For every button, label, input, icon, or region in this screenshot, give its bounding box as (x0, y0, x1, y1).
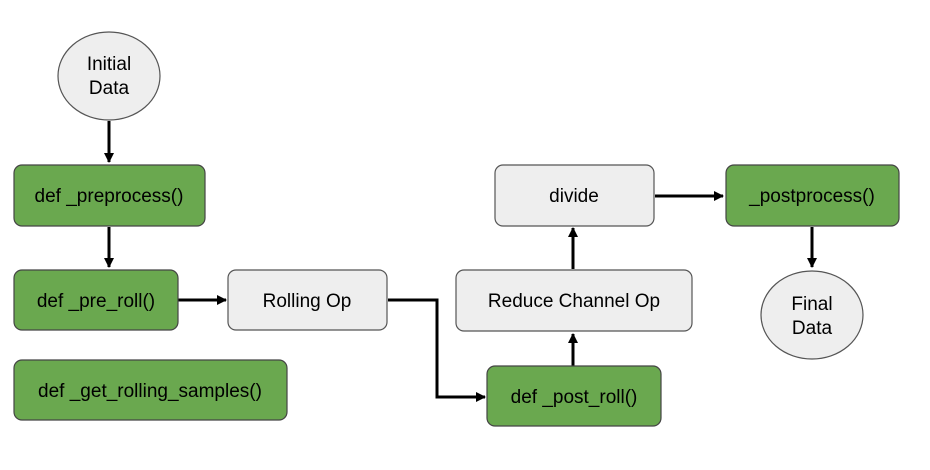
get-rolling-samples-label: def _get_rolling_samples() (38, 381, 262, 402)
pre-roll-label: def _pre_roll() (37, 291, 155, 312)
node-postprocess: _postprocess() (725, 164, 900, 227)
divide-box (494, 164, 655, 227)
node-rolling-op: Rolling Op (227, 269, 388, 331)
node-get-rolling-samples: def _get_rolling_samples() (13, 359, 288, 421)
preprocess-label: def _preprocess() (35, 186, 184, 207)
edge-rolling-op-to-post-roll (388, 298, 486, 402)
node-reduce-channel-op: Reduce Channel Op (455, 269, 693, 332)
postprocess-label: _postprocess() (748, 186, 875, 207)
initial-data-ellipse (57, 31, 161, 121)
reduce-channel-op-box (455, 269, 693, 332)
initial-data-label-line2: Data (89, 78, 130, 99)
node-divide: divide (494, 164, 655, 227)
final-data-label-line1: Final (791, 294, 832, 315)
node-preprocess: def _preprocess() (13, 164, 206, 227)
node-final-data: Final Data (760, 270, 864, 360)
edges (104, 121, 817, 402)
rolling-op-box (227, 269, 388, 331)
divide-label: divide (549, 186, 599, 207)
postprocess-box (725, 164, 900, 227)
post-roll-box (486, 365, 662, 427)
get-rolling-samples-box (13, 359, 288, 421)
preprocess-box (13, 164, 206, 227)
reduce-channel-op-label: Reduce Channel Op (488, 291, 660, 312)
node-initial-data: Initial Data (57, 31, 161, 121)
node-post-roll: def _post_roll() (486, 365, 662, 427)
final-data-label-line2: Data (792, 318, 833, 339)
post-roll-label: def _post_roll() (511, 387, 638, 408)
node-pre-roll: def _pre_roll() (13, 269, 179, 331)
initial-data-label-line1: Initial (87, 54, 131, 75)
final-data-ellipse (760, 270, 864, 360)
pre-roll-box (13, 269, 179, 331)
rolling-op-label: Rolling Op (263, 291, 352, 312)
